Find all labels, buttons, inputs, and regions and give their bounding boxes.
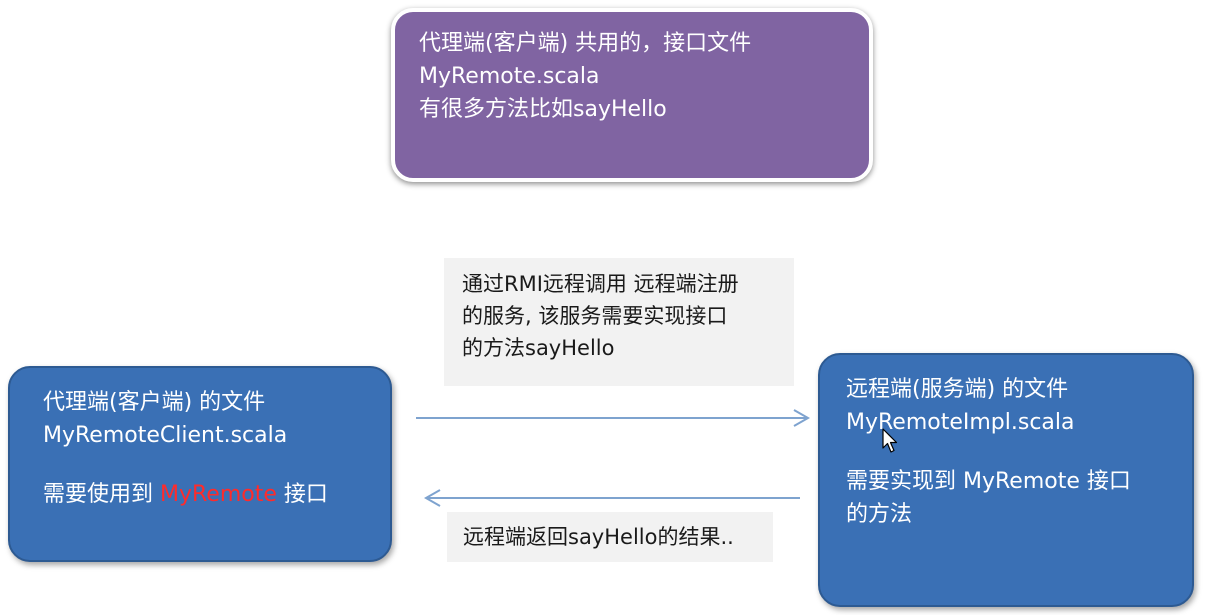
- response-arrow: [423, 489, 800, 507]
- shared-interface-line-1: 代理端(客户端) 共用的，接口文件: [419, 31, 752, 56]
- rmi-request-note: 通过RMI远程调用 远程端注册 的服务, 该服务需要实现接口 的方法sayHel…: [444, 258, 794, 386]
- request-arrow: [416, 409, 811, 427]
- client-line-1: 代理端(客户端) 的文件: [43, 390, 266, 415]
- shared-interface-box: 代理端(客户端) 共用的，接口文件 MyRemote.scala 有很多方法比如…: [391, 8, 873, 182]
- server-line-4: 的方法: [846, 502, 913, 527]
- rmi-request-line-2: 的服务, 该服务需要实现接口: [462, 304, 728, 328]
- rmi-request-line-3: 的方法sayHello: [462, 336, 615, 360]
- server-line-3: 需要实现到 MyRemote 接口: [846, 469, 1131, 494]
- client-line-3-post: 接口: [276, 482, 328, 507]
- rmi-response-text: 远程端返回sayHello的结果..: [463, 525, 734, 549]
- client-line-3-pre: 需要使用到: [43, 482, 160, 507]
- shared-interface-filename: MyRemote.scala: [419, 64, 600, 89]
- client-box: 代理端(客户端) 的文件 MyRemoteClient.scala 需要使用到 …: [8, 366, 392, 562]
- client-filename: MyRemoteClient.scala: [43, 423, 288, 448]
- server-line-1: 远程端(服务端) 的文件: [846, 377, 1069, 402]
- server-box: 远程端(服务端) 的文件 MyRemoteImpl.scala 需要实现到 My…: [818, 353, 1194, 607]
- mouse-pointer-icon: [882, 428, 898, 453]
- client-line-3: 需要使用到 MyRemote 接口: [43, 478, 390, 511]
- rmi-request-line-1: 通过RMI远程调用 远程端注册: [462, 272, 739, 296]
- client-interface-highlight: MyRemote: [160, 482, 277, 507]
- shared-interface-line-3: 有很多方法比如sayHello: [419, 97, 667, 122]
- rmi-response-note: 远程端返回sayHello的结果..: [447, 512, 773, 562]
